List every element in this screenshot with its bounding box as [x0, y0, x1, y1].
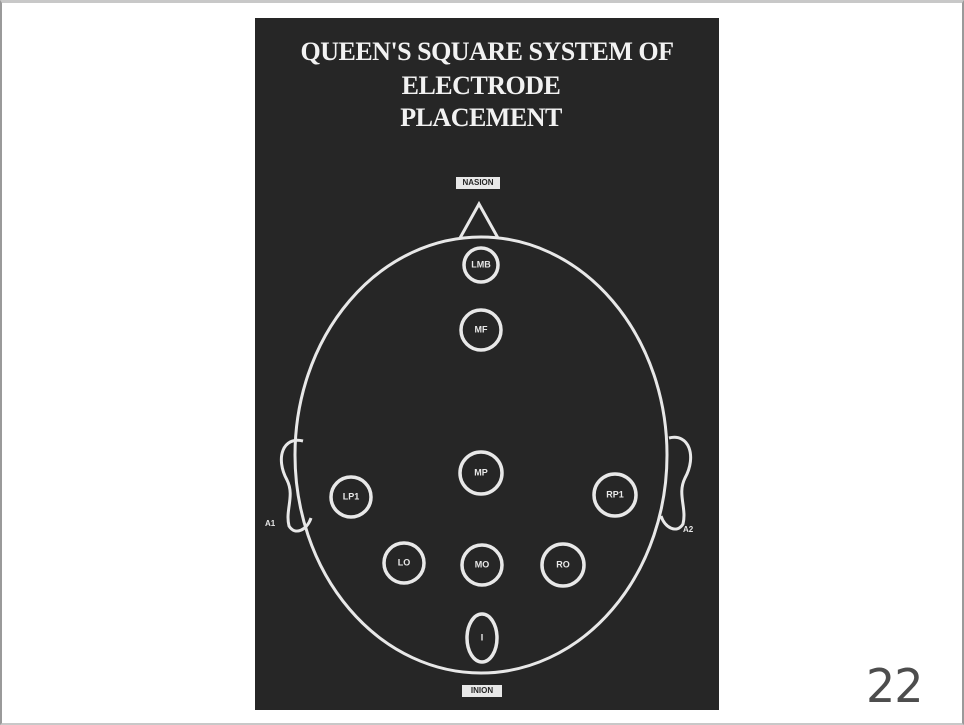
electrode-i: I — [467, 614, 497, 662]
electrode-ro: RO — [542, 544, 584, 586]
diagram-title-line-1: QUEEN'S SQUARE SYSTEM OF — [300, 37, 673, 66]
electrode-rp1: RP1 — [594, 474, 636, 516]
electrode-label: LO — [398, 557, 411, 567]
right-ear-label: A2 — [683, 525, 694, 534]
electrode-lp1: LP1 — [331, 477, 371, 517]
electrode-label: LMB — [471, 259, 491, 269]
electrode-label: MO — [475, 559, 490, 569]
nasion-label: NASION — [462, 178, 493, 187]
electrode-mp: MP — [460, 452, 502, 494]
inion-label: INION — [471, 686, 493, 695]
electrode-lmb: LMB — [464, 248, 498, 282]
electrode-label: RO — [556, 559, 570, 569]
electrode-label: RP1 — [606, 489, 624, 499]
electrode-mf: MF — [461, 310, 501, 350]
electrode-lo: LO — [384, 543, 424, 583]
page-number: 22 — [866, 663, 923, 709]
electrode-label: MF — [475, 324, 488, 334]
diagram-title-line-2: ELECTRODE — [402, 71, 561, 100]
left-ear-label: A1 — [265, 519, 276, 528]
electrode-label: MP — [474, 467, 488, 477]
electrode-diagram: QUEEN'S SQUARE SYSTEM OF ELECTRODE PLACE… — [255, 18, 719, 710]
diagram-title-line-3: PLACEMENT — [400, 103, 562, 132]
electrode-mo: MO — [462, 545, 502, 585]
electrode-label: I — [481, 632, 484, 642]
electrode-diagram-panel: QUEEN'S SQUARE SYSTEM OF ELECTRODE PLACE… — [255, 18, 719, 710]
nose-outline — [460, 204, 498, 238]
electrode-label: LP1 — [343, 491, 360, 501]
